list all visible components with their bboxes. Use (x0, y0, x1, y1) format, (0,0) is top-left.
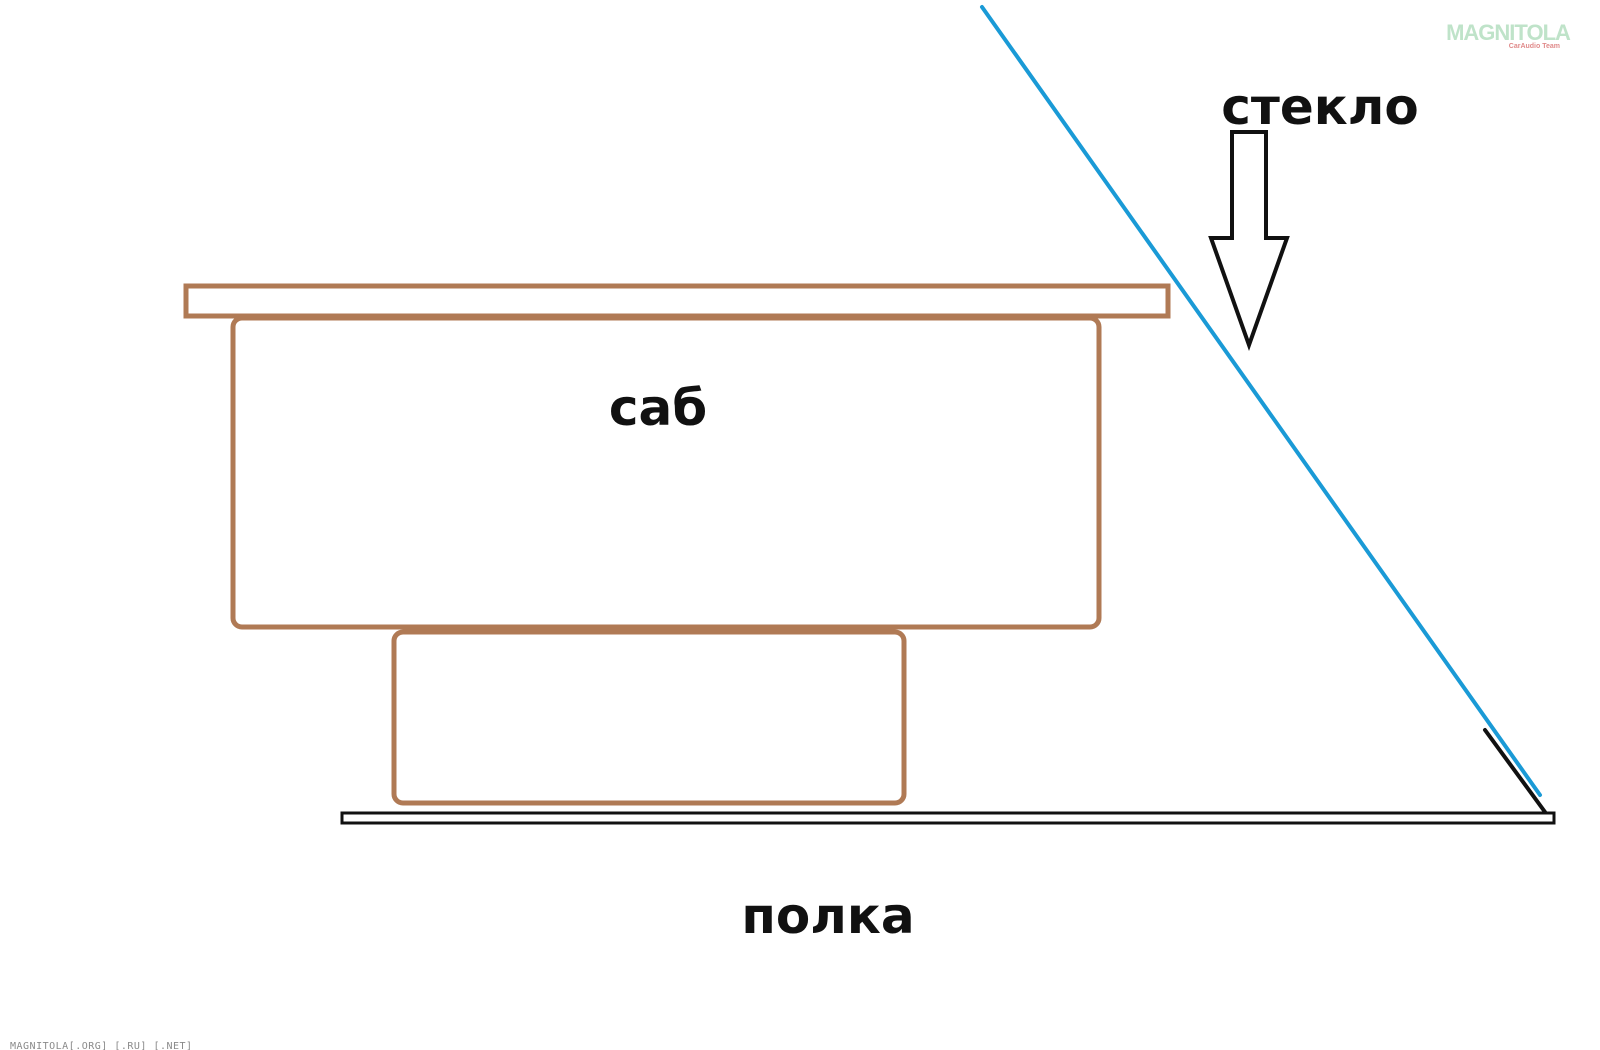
glass-line (980, 5, 1542, 797)
footer-watermark: MAGNITOLA[.ORG] [.RU] [.NET] (10, 1041, 193, 1050)
shelf-label: полка (741, 887, 914, 945)
sub-top-board (183, 283, 1171, 319)
down-arrow-icon (1208, 130, 1290, 351)
logo-text: MAGNITOLA (1446, 20, 1571, 45)
sub-label: саб (609, 379, 707, 437)
logo-watermark: MAGNITOLA CarAudio Team (1446, 20, 1572, 50)
glass-support-line (1483, 728, 1547, 814)
sub-stand-box (391, 629, 907, 806)
logo-subtext: CarAudio Team (1509, 43, 1560, 50)
shelf-board (340, 811, 1556, 825)
sub-box (230, 315, 1102, 630)
glass-label: стекло (1221, 78, 1418, 136)
